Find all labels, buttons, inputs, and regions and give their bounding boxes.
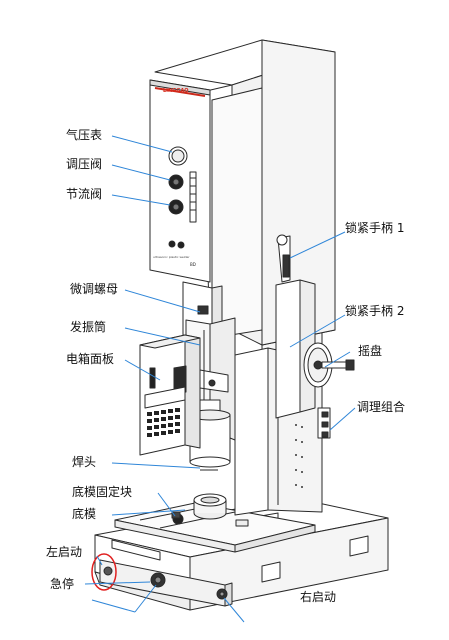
top-housing [154, 39, 336, 346]
label-handwheel: 摇盘 [358, 344, 383, 358]
panel-model-text: ultrasonic plastic welder [153, 255, 190, 259]
brand-logo: LINGGAO [163, 88, 189, 94]
label-control-panel: 电箱面板 [66, 352, 115, 366]
label-right-start: 右启动 [300, 590, 337, 604]
handwheel [303, 342, 355, 388]
lock-handle-1 [276, 234, 291, 283]
control-box [139, 334, 201, 456]
label-air-gauge: 气压表 [66, 128, 103, 142]
label-fixture-block: 底模固定块 [72, 485, 133, 499]
label-bottom-mold: 底模 [72, 507, 97, 521]
label-lock-handle-1: 锁紧手柄 1 [345, 221, 405, 235]
label-fine-nut: 微调螺母 [70, 282, 119, 296]
panel-tag: BD [190, 262, 196, 267]
label-adjust-assembly: 调理组合 [357, 400, 406, 414]
highlight-ring [91, 553, 117, 591]
label-horn: 焊头 [72, 455, 97, 469]
label-pressure-valve: 调压阀 [66, 157, 103, 171]
front-panel [149, 79, 211, 283]
label-lock-handle-2: 锁紧手柄 2 [345, 304, 405, 318]
label-throttle-valve: 节流阀 [66, 187, 103, 201]
label-oscillator: 发振筒 [70, 320, 107, 334]
leader-lines [84, 135, 356, 623]
bottom-mold [171, 493, 227, 525]
base-plate [94, 497, 389, 611]
label-left-start: 左启动 [46, 545, 83, 559]
label-emergency-stop: 急停 [50, 577, 75, 591]
adjust-assembly [317, 407, 331, 439]
